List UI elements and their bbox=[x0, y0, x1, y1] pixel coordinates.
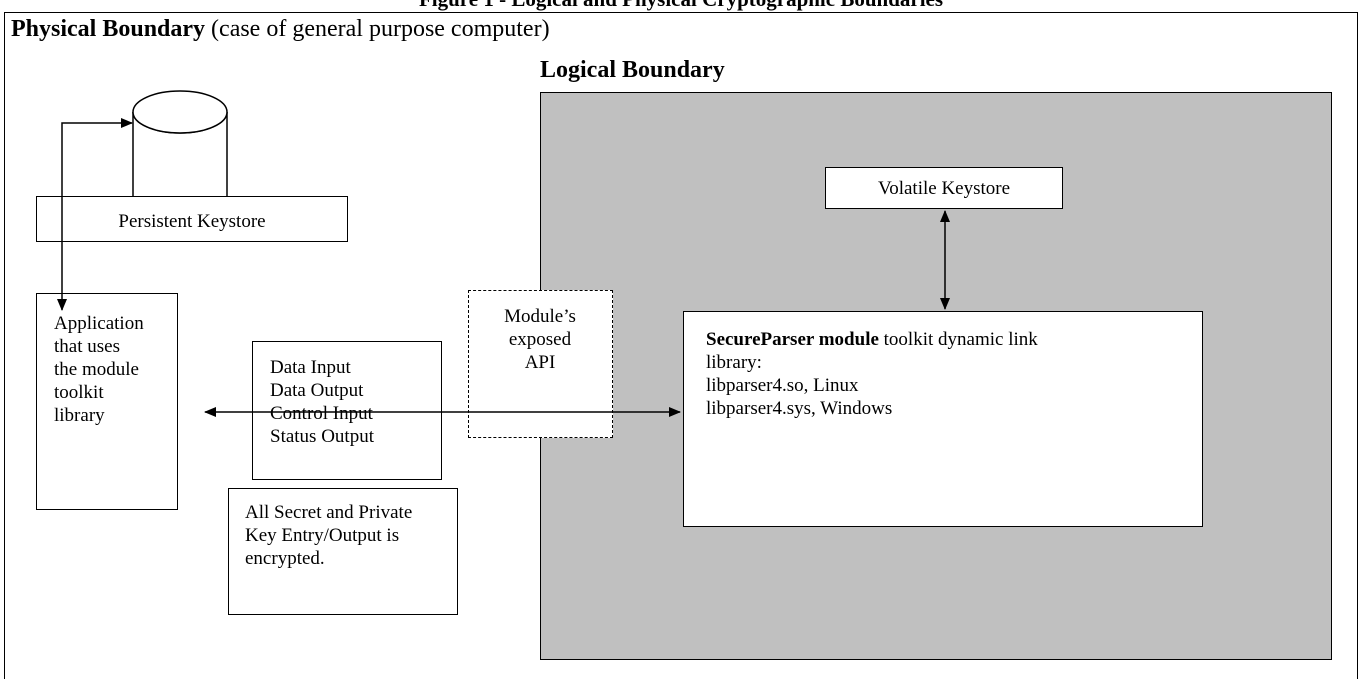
database-cylinder-icon bbox=[132, 90, 228, 202]
application-text: Application that uses the module toolkit… bbox=[54, 312, 144, 427]
figure-title: Figure 1 - Logical and Physical Cryptogr… bbox=[0, 0, 1362, 12]
physical-boundary-label-bold: Physical Boundary bbox=[11, 16, 206, 42]
data-io-line-2: Data Output bbox=[270, 380, 364, 401]
api-line-2: exposed bbox=[508, 329, 572, 350]
application-line-3: the module bbox=[54, 359, 139, 380]
secureparser-text: SecureParser module toolkit dynamic link… bbox=[706, 328, 1038, 420]
application-line-2: that uses bbox=[54, 336, 120, 357]
data-io-line-3: Control Input bbox=[270, 403, 373, 424]
data-io-line-4: Status Output bbox=[270, 426, 374, 447]
persistent-keystore-label: Persistent Keystore bbox=[118, 211, 266, 232]
encryption-note-line-2: Key Entry/Output is bbox=[245, 525, 400, 546]
encryption-note-text: All Secret and Private Key Entry/Output … bbox=[245, 501, 412, 570]
data-io-line-1: Data Input bbox=[270, 357, 351, 378]
api-line-1: Module’s bbox=[504, 306, 576, 327]
application-line-4: toolkit bbox=[54, 382, 104, 403]
api-line-3: API bbox=[524, 352, 556, 373]
encryption-note-line-1: All Secret and Private bbox=[245, 502, 413, 523]
application-box: Application that uses the module toolkit… bbox=[36, 293, 178, 510]
secureparser-desc: toolkit dynamic link bbox=[878, 329, 1038, 350]
data-io-text: Data Input Data Output Control Input Sta… bbox=[270, 356, 374, 448]
physical-boundary-label: Physical Boundary (case of general purpo… bbox=[11, 16, 550, 43]
api-text: Module’s exposed API bbox=[469, 305, 611, 374]
physical-boundary-label-rest: (case of general purpose computer) bbox=[205, 16, 550, 42]
volatile-keystore-box: Volatile Keystore bbox=[825, 167, 1063, 209]
application-line-5: library bbox=[54, 405, 105, 426]
api-box: Module’s exposed API bbox=[468, 290, 613, 438]
secureparser-name: SecureParser module bbox=[706, 329, 879, 350]
encryption-note-line-3: encrypted. bbox=[245, 548, 325, 569]
volatile-keystore-label: Volatile Keystore bbox=[877, 178, 1011, 199]
secureparser-line-3: libparser4.so, Linux bbox=[706, 375, 859, 396]
application-line-1: Application bbox=[54, 313, 144, 334]
secureparser-box: SecureParser module toolkit dynamic link… bbox=[683, 311, 1203, 527]
data-io-box: Data Input Data Output Control Input Sta… bbox=[252, 341, 442, 480]
encryption-note-box: All Secret and Private Key Entry/Output … bbox=[228, 488, 458, 615]
persistent-keystore-box: Persistent Keystore bbox=[36, 196, 348, 242]
logical-boundary-label: Logical Boundary bbox=[540, 57, 725, 83]
physical-boundary-frame bbox=[4, 12, 1358, 679]
secureparser-line-1: SecureParser module toolkit dynamic link bbox=[706, 328, 1038, 351]
secureparser-line-2: library: bbox=[706, 352, 762, 373]
secureparser-line-4: libparser4.sys, Windows bbox=[706, 398, 893, 419]
